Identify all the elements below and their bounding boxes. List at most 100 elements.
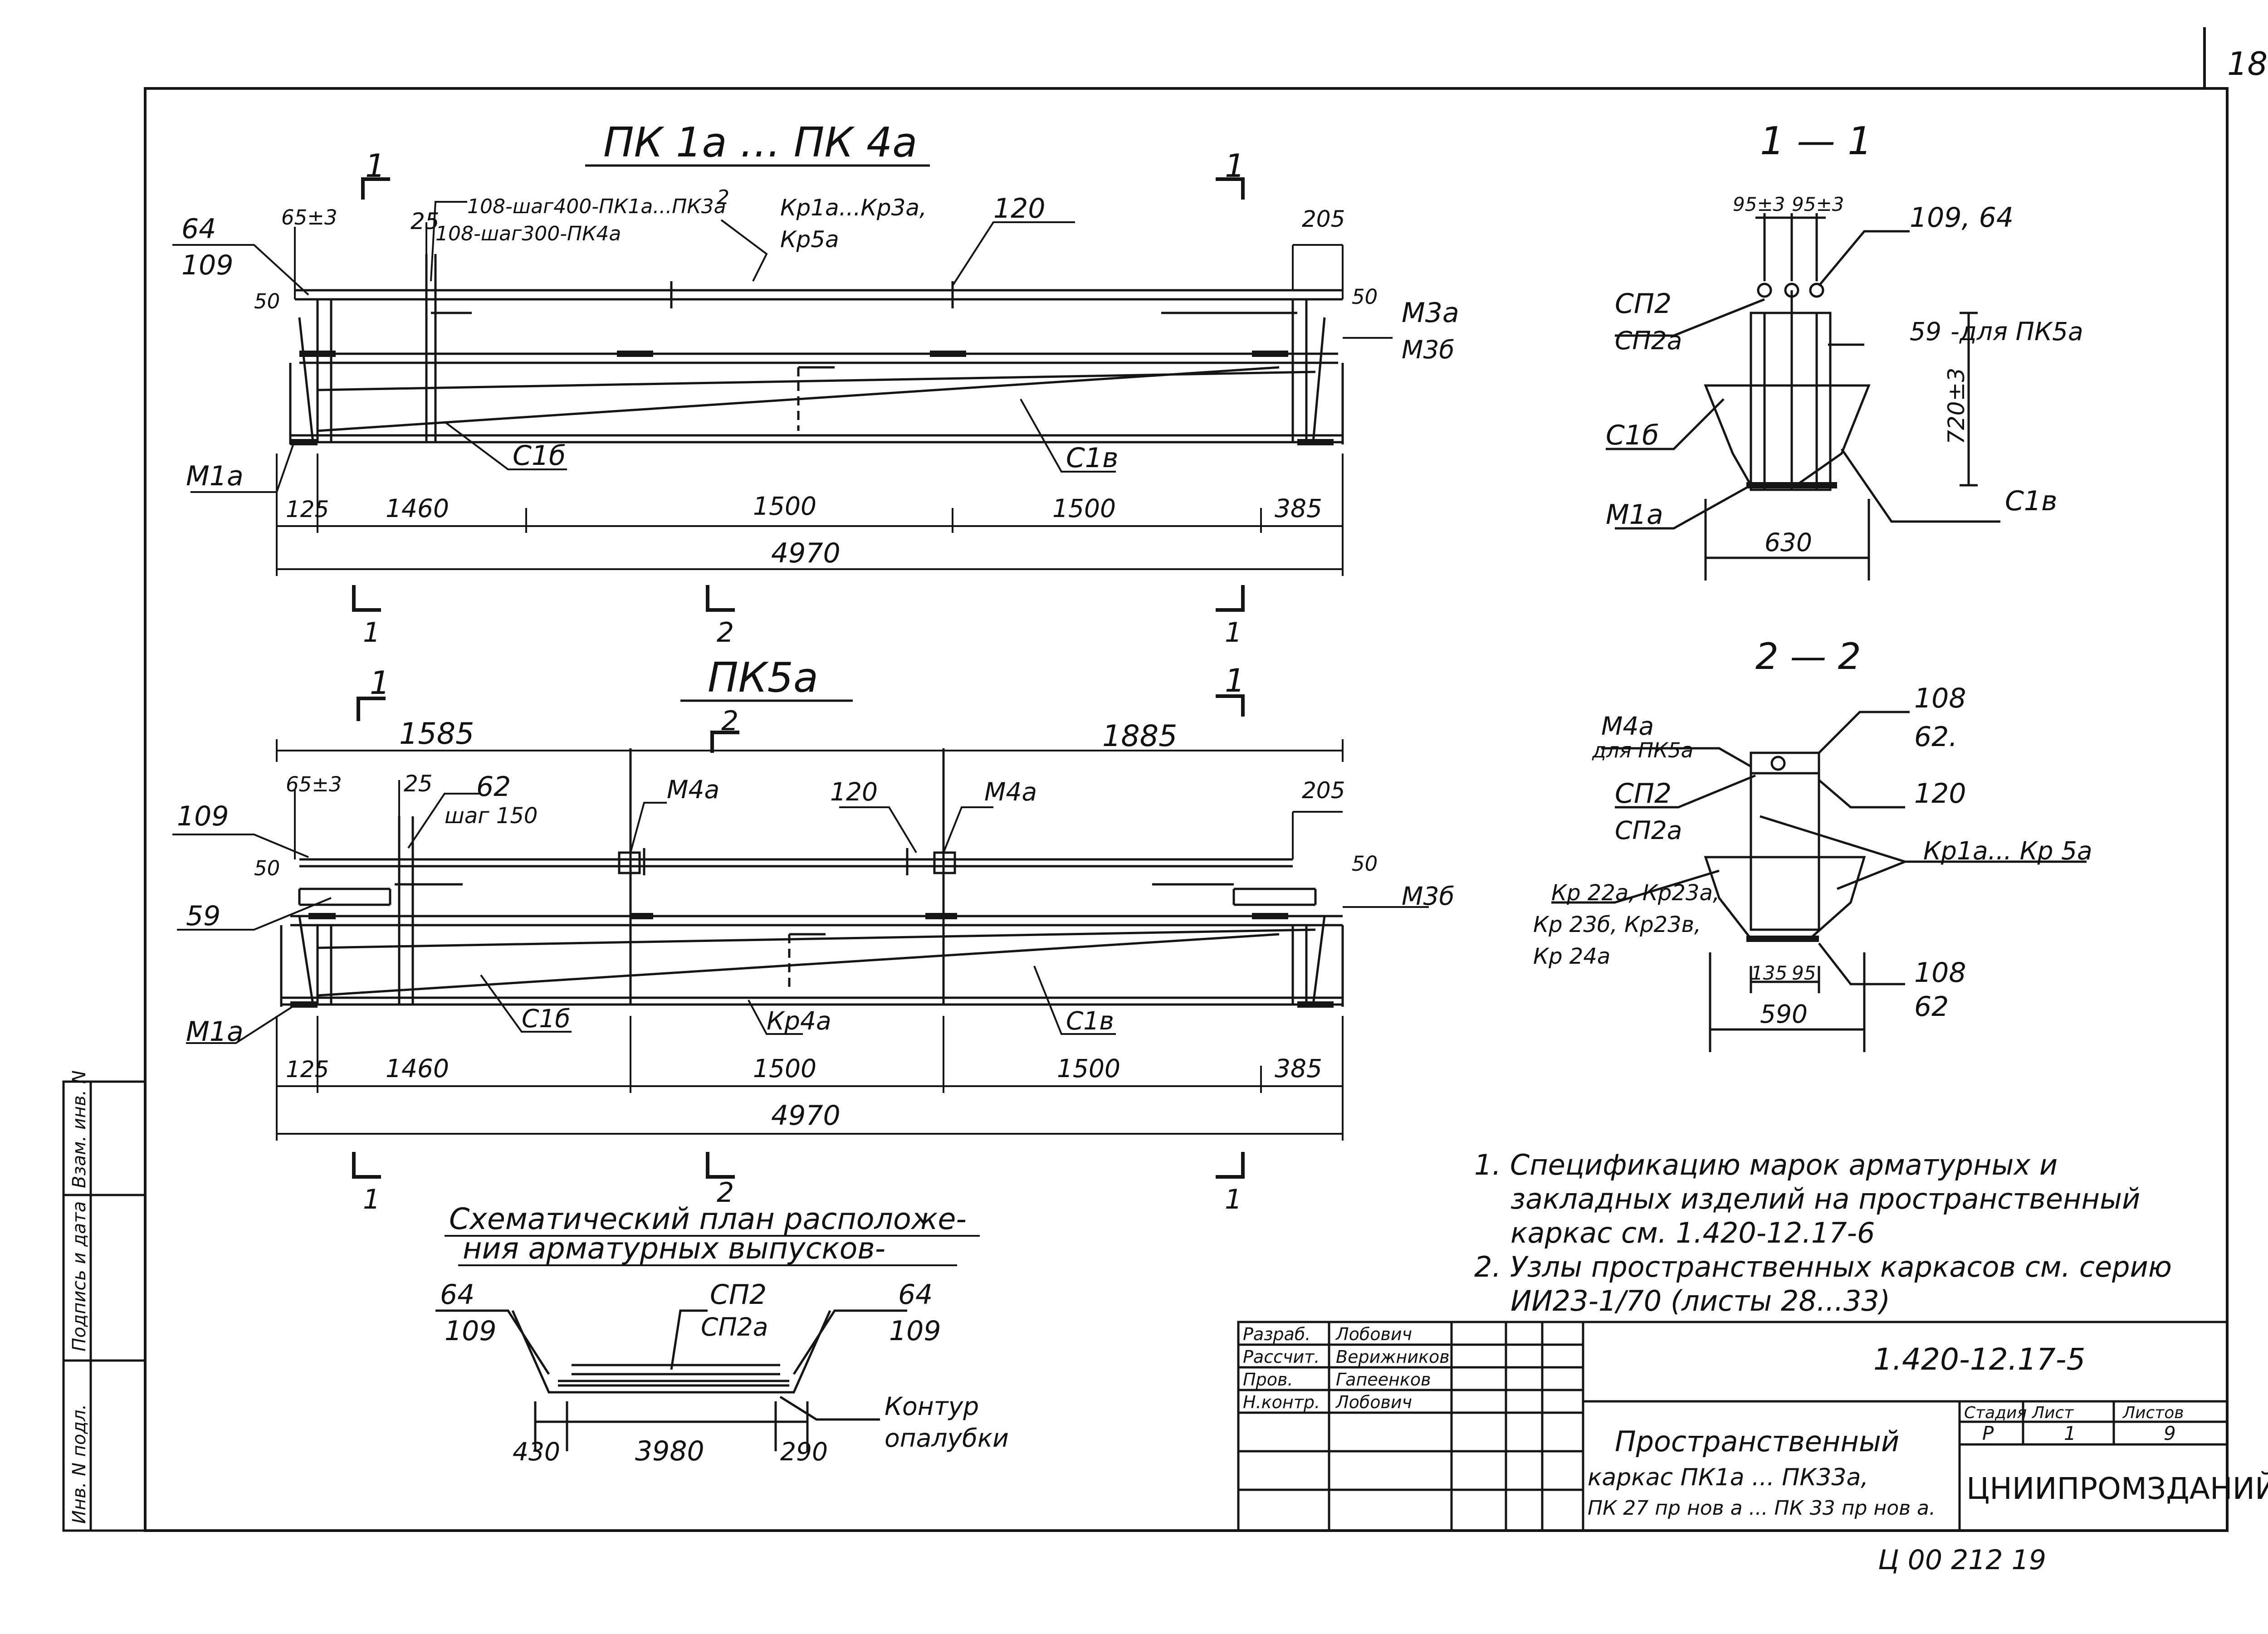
tb-name: Лобович	[1335, 1324, 1412, 1344]
note-line: закладных изделий на пространственный	[1510, 1182, 2140, 1215]
svg-text:109: 109	[181, 249, 234, 281]
svg-text:109: 109	[889, 1315, 941, 1347]
svg-text:СП2: СП2	[710, 1279, 767, 1311]
svg-text:108: 108	[1914, 683, 1966, 714]
tb-sheets: 9	[2164, 1422, 2176, 1444]
svg-text:1500: 1500	[1057, 1054, 1120, 1083]
tb-title: ПК 27 пр нов а ... ПК 33 пр нов а.	[1588, 1497, 1936, 1520]
view1-dimension-lines	[276, 222, 1344, 576]
svg-text:95±3: 95±3	[1792, 193, 1844, 215]
svg-text:С1в: С1в	[2005, 485, 2057, 517]
tb-doc-code: 1.420-12.17-5	[1873, 1342, 2086, 1377]
svg-text:СП2: СП2	[1615, 778, 1672, 810]
svg-text:М4а: М4а	[1601, 712, 1654, 741]
title-block: Разраб. Рассчит. Пров. Н.контр. Лобович …	[1237, 1321, 2268, 1532]
svg-text:95±3: 95±3	[1733, 193, 1785, 215]
svg-text:95: 95	[1792, 962, 1816, 984]
svg-text:СП2а: СП2а	[1615, 326, 1682, 355]
section-2-2: 2 — 2 М4а для ПК5а 108 62. СП2 СП	[1533, 635, 2092, 1052]
tb-role: Рассчит.	[1243, 1347, 1320, 1367]
svg-text:50: 50	[1352, 285, 1378, 309]
svg-text:59: 59	[1910, 317, 1941, 346]
svg-text:1500: 1500	[753, 492, 816, 521]
svg-text:120: 120	[993, 193, 1046, 224]
svg-text:64: 64	[898, 1279, 933, 1311]
side-stamp-text: Подпись и дата	[69, 1201, 90, 1351]
svg-text:М3б: М3б	[1402, 335, 1454, 364]
svg-text:М4а: М4а	[667, 775, 719, 804]
svg-text:С1в: С1в	[1066, 442, 1118, 474]
svg-text:64: 64	[181, 213, 216, 245]
svg-text:205: 205	[1302, 777, 1345, 804]
tb-name: Верижников	[1336, 1347, 1450, 1367]
svg-text:Кр 24а: Кр 24а	[1533, 944, 1610, 969]
svg-text:М1а: М1а	[186, 460, 244, 492]
notes: 1. Спецификацию марок арматурных и закла…	[1474, 1148, 2172, 1317]
svg-text:62.: 62.	[1914, 721, 1957, 753]
svg-text:62: 62	[476, 771, 511, 803]
svg-text:опалубки: опалубки	[885, 1424, 1009, 1453]
svg-text:108-шаг400-ПК1а...ПК3а: 108-шаг400-ПК1а...ПК3а	[467, 195, 726, 218]
tb-stage: Р	[1982, 1422, 1994, 1444]
svg-text:59: 59	[186, 900, 220, 932]
svg-text:1460: 1460	[386, 1054, 449, 1083]
tb-sheet: 1	[2064, 1422, 2076, 1444]
tb-sheet-label: Лист	[2031, 1404, 2074, 1422]
svg-text:1500: 1500	[753, 1054, 816, 1083]
section-mark: 1	[1225, 147, 1245, 185]
section-mark: 1	[370, 664, 390, 702]
svg-text:108: 108	[1914, 957, 1966, 989]
svg-text:590: 590	[1760, 1000, 1808, 1029]
section-mark: 2	[717, 1177, 734, 1209]
svg-text:125: 125	[286, 1056, 329, 1083]
sheet-border	[144, 27, 2229, 1532]
svg-text:С1в: С1в	[1066, 1006, 1114, 1035]
section-2-2-title: 2 — 2	[1755, 635, 1861, 678]
svg-text:С1б: С1б	[1606, 419, 1659, 451]
svg-text:Кр1а... Кр 5а: Кр1а... Кр 5а	[1923, 836, 2092, 865]
note-line: 2. Узлы пространственных каркасов см. се…	[1474, 1250, 2172, 1283]
svg-text:Кр4а: Кр4а	[767, 1006, 831, 1035]
tb-name: Гапеенков	[1336, 1370, 1431, 1390]
svg-text:62: 62	[1914, 991, 1949, 1023]
view2-leaders	[172, 793, 1429, 1044]
view1-title: ПК 1а … ПК 4а	[603, 119, 917, 166]
svg-text:для ПК5а: для ПК5а	[1592, 738, 1693, 762]
view1-labels: 64 109 65±3 25 108-шаг400-ПК1а...ПК3а 10…	[181, 186, 1459, 569]
note-line: ИИ23-1/70 (листы 28...33)	[1510, 1284, 1890, 1317]
svg-text:Контур: Контур	[885, 1392, 979, 1421]
section-1-1: 1 — 1 95±3	[1606, 119, 2083, 580]
view2-labels: 1585 1885 109 65±3 25 62 шаг 150 М4а 120…	[177, 717, 1454, 1132]
tb-stage-label: Стадия	[1964, 1404, 2027, 1422]
svg-text:385: 385	[1275, 494, 1322, 523]
svg-text:-для ПК5а: -для ПК5а	[1950, 317, 2083, 346]
tb-role: Разраб.	[1243, 1324, 1310, 1344]
beam-elevation-2	[280, 748, 1344, 1008]
svg-text:4970: 4970	[771, 1100, 841, 1132]
svg-text:Кр5а: Кр5а	[780, 226, 839, 253]
beam-elevation-1	[289, 254, 1344, 445]
tb-org: ЦНИИПРОМЗДАНИЙ	[1966, 1471, 2268, 1506]
svg-text:Кр 23б, Кр23в,: Кр 23б, Кр23в,	[1533, 912, 1701, 937]
schematic-plan: Схематический план расположе- ния армату…	[435, 1202, 1009, 1467]
tb-title: каркас ПК1а ... ПК33а,	[1588, 1464, 1868, 1491]
svg-text:1585: 1585	[399, 717, 474, 751]
bottom-archive-code: Ц 00 212 19	[1878, 1544, 2046, 1576]
svg-text:Кр1а...Кр3а,: Кр1а...Кр3а,	[780, 195, 927, 221]
view1-section-markers: 1 1 1 2 1	[352, 147, 1245, 649]
svg-text:М1а: М1а	[186, 1016, 244, 1048]
side-stamp: Взам. инв. N Подпись и дата Инв. N подл.	[62, 1070, 147, 1532]
view2-title: ПК5а	[708, 654, 818, 702]
svg-text:1500: 1500	[1052, 494, 1116, 523]
tb-title: Пространственный	[1615, 1425, 1899, 1458]
side-stamp-text: Взам. инв. N	[69, 1070, 90, 1188]
view-pk5a: ПК5а	[172, 654, 1454, 1215]
side-stamp-text: Инв. N подл.	[69, 1404, 90, 1524]
tb-name: Лобович	[1335, 1392, 1412, 1412]
svg-text:50: 50	[254, 289, 280, 313]
sheet-number: 18	[2227, 45, 2268, 83]
svg-text:125: 125	[286, 496, 329, 522]
svg-text:720±3: 720±3	[1943, 368, 1970, 444]
svg-text:4970: 4970	[771, 537, 841, 569]
svg-text:М1а: М1а	[1606, 499, 1663, 531]
